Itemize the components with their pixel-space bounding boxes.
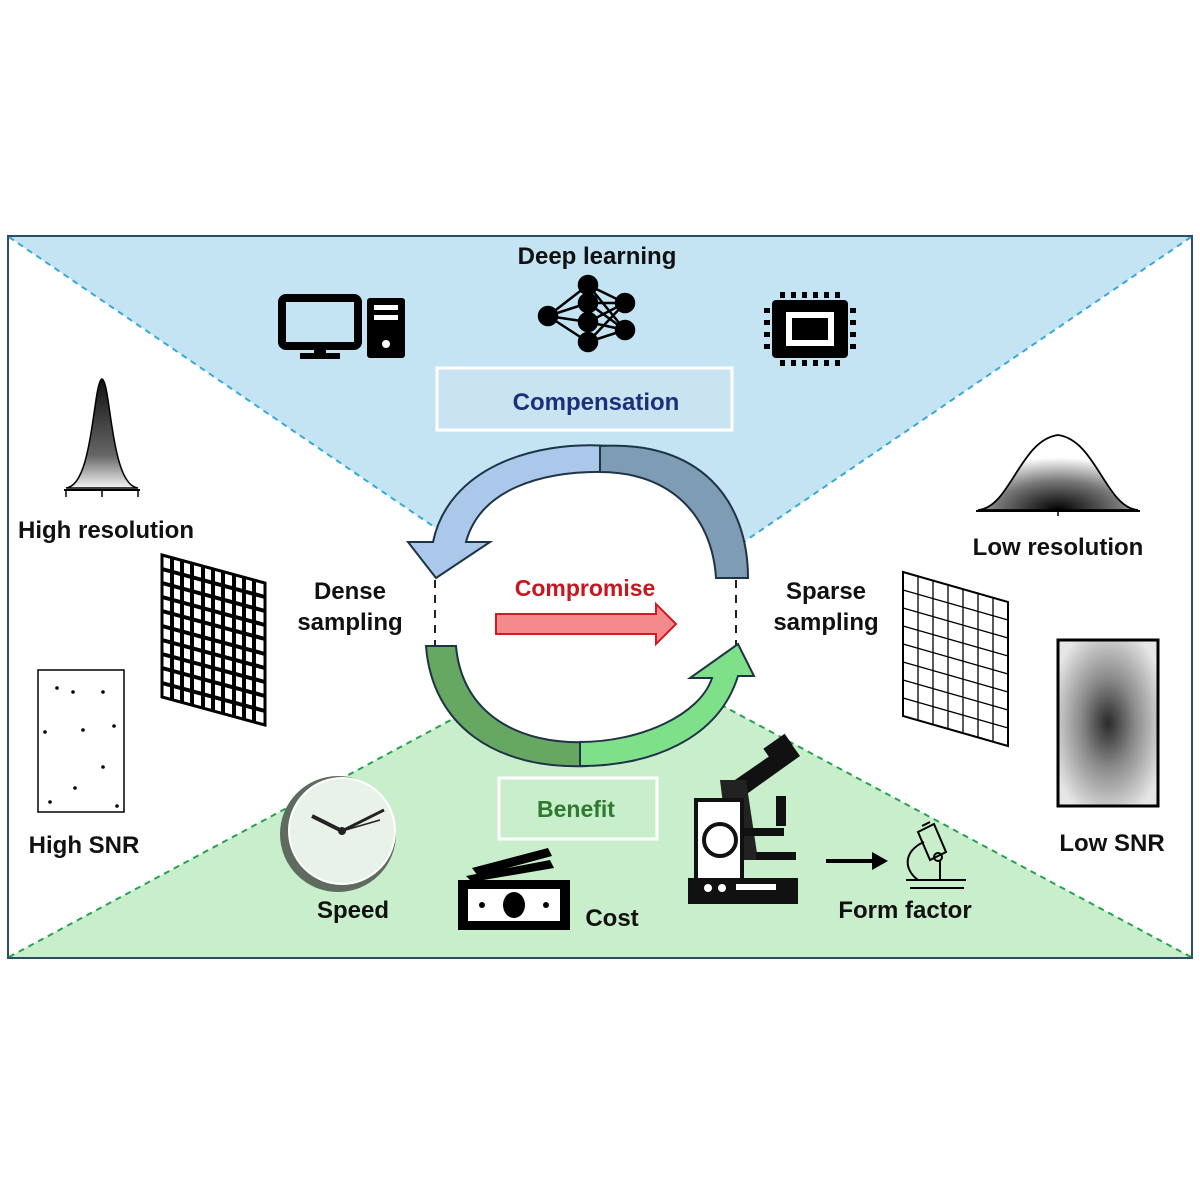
speed-label: Speed [317,897,389,924]
money-icon [458,848,570,930]
green-arrow-right [579,642,756,768]
bottom-right-dash [599,639,1192,958]
blue-arrow-right [599,444,750,579]
large-microscope-icon [688,733,800,904]
sparse-grid-icon [902,570,1009,748]
low-resolution-label: Low resolution [973,534,1144,561]
compensation-box [435,366,734,432]
top-region [9,237,1191,640]
benefit-box [497,776,659,841]
benefit-label: Benefit [537,796,615,822]
computer-icon [278,294,405,359]
high-resolution-label: High resolution [18,517,194,544]
sparse-label-line2: sampling [773,609,878,636]
dense-label-line2: sampling [297,609,402,636]
compensation-label: Compensation [513,389,680,416]
form-factor-arrow [826,852,888,870]
high-snr-label: High SNR [29,832,140,859]
wide-gaussian-icon [976,434,1140,516]
dense-label-line1: Dense [314,578,386,605]
low-snr-label: Low SNR [1059,830,1164,857]
compromise-arrow [495,601,678,647]
sparse-label-line1: Sparse [786,578,866,605]
clock-icon [280,776,396,892]
low-snr-image [1056,638,1160,808]
small-microscope-icon [906,821,966,889]
form-factor-label: Form factor [838,897,971,924]
chip-icon [764,292,856,366]
compromise-label: Compromise [515,575,656,601]
cost-label: Cost [585,905,638,932]
deep-learning-label: Deep learning [518,243,677,270]
high-snr-image [37,669,125,813]
dense-grid-icon [160,553,267,727]
center-circle [433,448,737,752]
narrow-gaussian-icon [64,378,140,497]
neural-network-icon [537,274,636,353]
